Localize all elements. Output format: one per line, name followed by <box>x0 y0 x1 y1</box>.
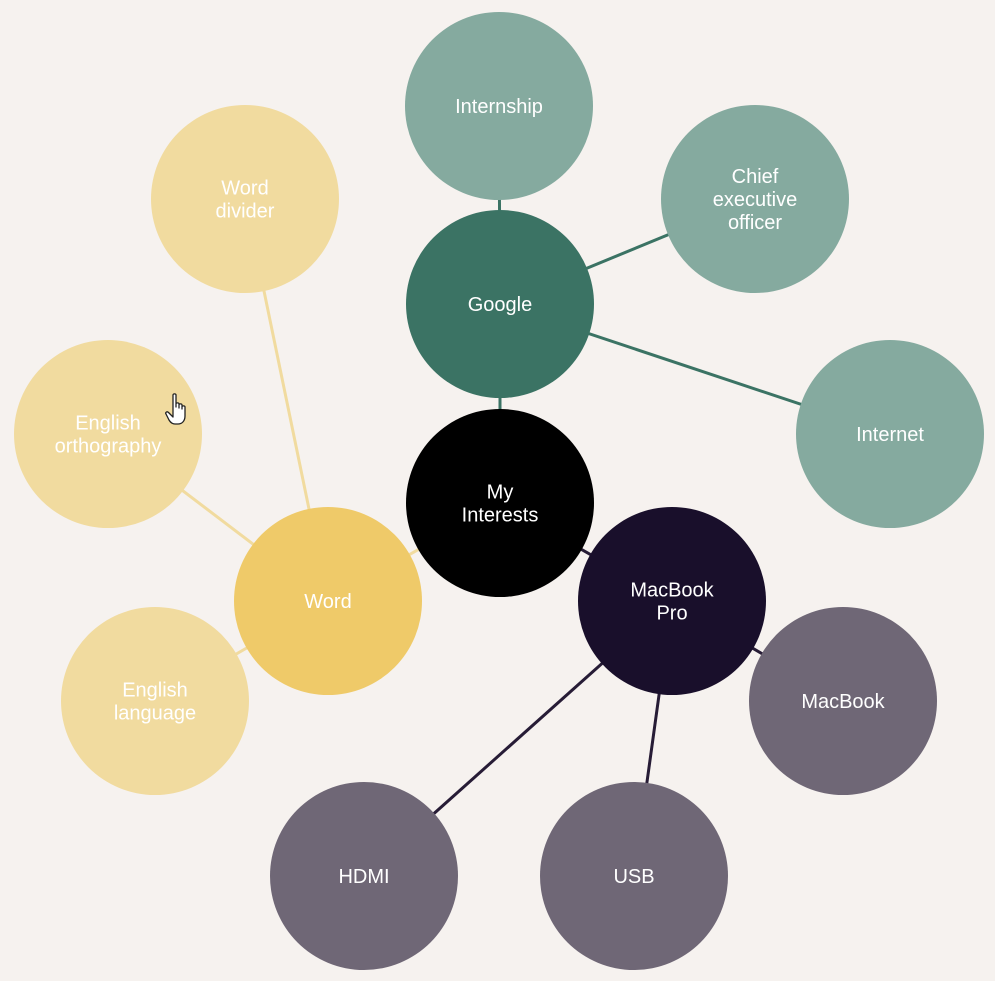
node-circle-usb[interactable] <box>540 782 728 970</box>
node-circle-word[interactable] <box>234 507 422 695</box>
node-circle-internship[interactable] <box>405 12 593 200</box>
node-circle-internet[interactable] <box>796 340 984 528</box>
node-label-google: Google <box>468 294 533 316</box>
node-circle-word-divider[interactable] <box>151 105 339 293</box>
node-label-line: MacBook <box>630 580 714 602</box>
node-label-hdmi: HDMI <box>338 866 389 888</box>
node-label-line: Pro <box>656 603 687 625</box>
node-label-line: officer <box>728 212 782 234</box>
node-word[interactable]: Word <box>234 507 422 695</box>
node-label-line: My <box>487 482 514 504</box>
node-macbook[interactable]: MacBook <box>749 607 937 795</box>
node-label-line: orthography <box>55 436 162 458</box>
node-circle-macbook[interactable] <box>749 607 937 795</box>
node-label-line: English <box>122 680 188 702</box>
node-label-line: Internship <box>455 96 543 118</box>
node-label-line: language <box>114 703 196 725</box>
node-label-line: divider <box>216 201 275 223</box>
node-label-macbook: MacBook <box>801 691 885 713</box>
node-label-internship: Internship <box>455 96 543 118</box>
node-label-line: Google <box>468 294 533 316</box>
node-circle-english-orthography[interactable] <box>14 340 202 528</box>
node-circle-english-language[interactable] <box>61 607 249 795</box>
hand-pointer-cursor-icon <box>165 393 186 425</box>
node-circle-google[interactable] <box>406 210 594 398</box>
node-usb[interactable]: USB <box>540 782 728 970</box>
node-circle-chief-executive-officer[interactable] <box>661 105 849 293</box>
node-label-line: USB <box>613 866 654 888</box>
node-label-line: HDMI <box>338 866 389 888</box>
node-label-line: MacBook <box>801 691 885 713</box>
node-label-line: Word <box>221 178 268 200</box>
node-internship[interactable]: Internship <box>405 12 593 200</box>
node-label-line: executive <box>713 189 798 211</box>
node-google[interactable]: Google <box>406 210 594 398</box>
node-label-line: English <box>75 413 141 435</box>
node-circle-macbook-pro[interactable] <box>578 507 766 695</box>
node-label-word: Word <box>304 591 351 613</box>
node-label-internet: Internet <box>856 424 924 446</box>
node-circle-hdmi[interactable] <box>270 782 458 970</box>
node-label-line: Interests <box>462 505 539 527</box>
node-internet[interactable]: Internet <box>796 340 984 528</box>
node-circle-my-interests[interactable] <box>406 409 594 597</box>
node-label-usb: USB <box>613 866 654 888</box>
node-label-line: Chief <box>732 166 779 188</box>
node-hdmi[interactable]: HDMI <box>270 782 458 970</box>
node-label-line: Word <box>304 591 351 613</box>
node-label-line: Internet <box>856 424 924 446</box>
